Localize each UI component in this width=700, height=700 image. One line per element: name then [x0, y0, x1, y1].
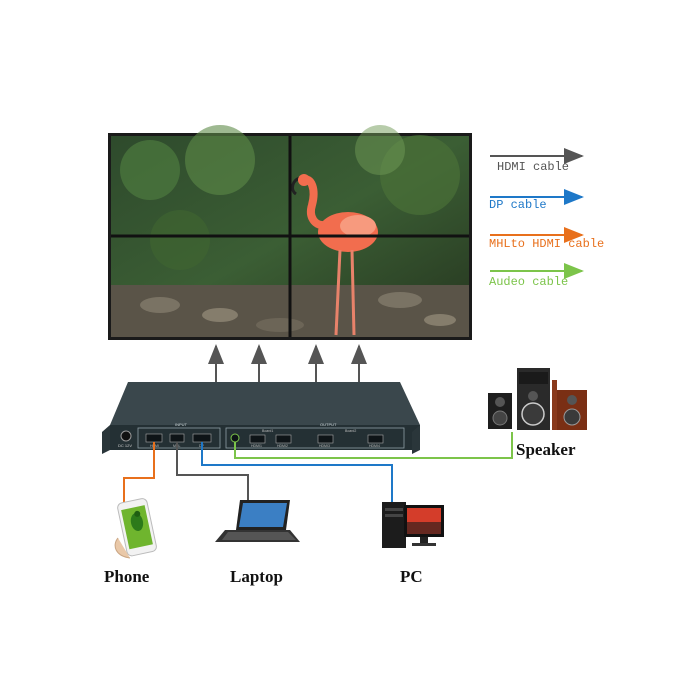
dc-label: DC 12V: [118, 443, 132, 448]
mhl-cable: [123, 442, 155, 505]
hdmi-output-port: [367, 434, 384, 444]
output-port-label: HDMI3: [319, 444, 330, 448]
hdmi-cable: [176, 442, 249, 500]
controller-box: DC 12V INPUT HDMI MHL DP OUTPUT Board1 B…: [102, 382, 420, 454]
output-port-label: HDMI4: [369, 444, 380, 448]
legend: [490, 148, 584, 279]
speaker-label: Speaker: [516, 440, 576, 459]
phone-icon: [114, 498, 157, 559]
laptop-label: Laptop: [230, 567, 283, 586]
audio-output-port: [230, 433, 240, 443]
cables: [123, 432, 513, 505]
hdmi-output-port: [275, 434, 292, 444]
mhl-input-port: [169, 433, 185, 443]
output-arrows: [208, 344, 367, 385]
input-group: [137, 427, 221, 449]
video-wall: [108, 125, 472, 340]
dp-cable: [201, 442, 393, 502]
legend-mhl-label: MHLto HDMI cable: [489, 237, 605, 251]
hdmi-input-port: [145, 433, 163, 443]
output-label: OUTPUT: [320, 422, 337, 427]
speaker-icon: [488, 368, 587, 430]
phone-label: Phone: [104, 567, 150, 586]
dp-input-port: [192, 433, 212, 443]
hdmi-output-port: [249, 434, 266, 444]
flamingo: [291, 174, 378, 336]
hdmi-output-port: [317, 434, 334, 444]
input-label: INPUT: [175, 422, 188, 427]
board-label: Board1: [262, 429, 273, 433]
dc-jack: [120, 430, 132, 442]
output-port-label: HDMI2: [277, 444, 288, 448]
pc-label: PC: [400, 567, 423, 586]
audio-cable: [234, 432, 513, 459]
legend-hdmi-label: HDMI cable: [497, 160, 570, 174]
output-group: [225, 427, 405, 449]
pc-icon: [382, 502, 444, 548]
legend-audio-label: Audeo cable: [489, 275, 569, 289]
output-port-label: HDMI1: [251, 444, 262, 448]
laptop-icon: [215, 500, 300, 542]
board-label: Board2: [345, 429, 356, 433]
legend-dp-label: DP cable: [489, 198, 547, 212]
